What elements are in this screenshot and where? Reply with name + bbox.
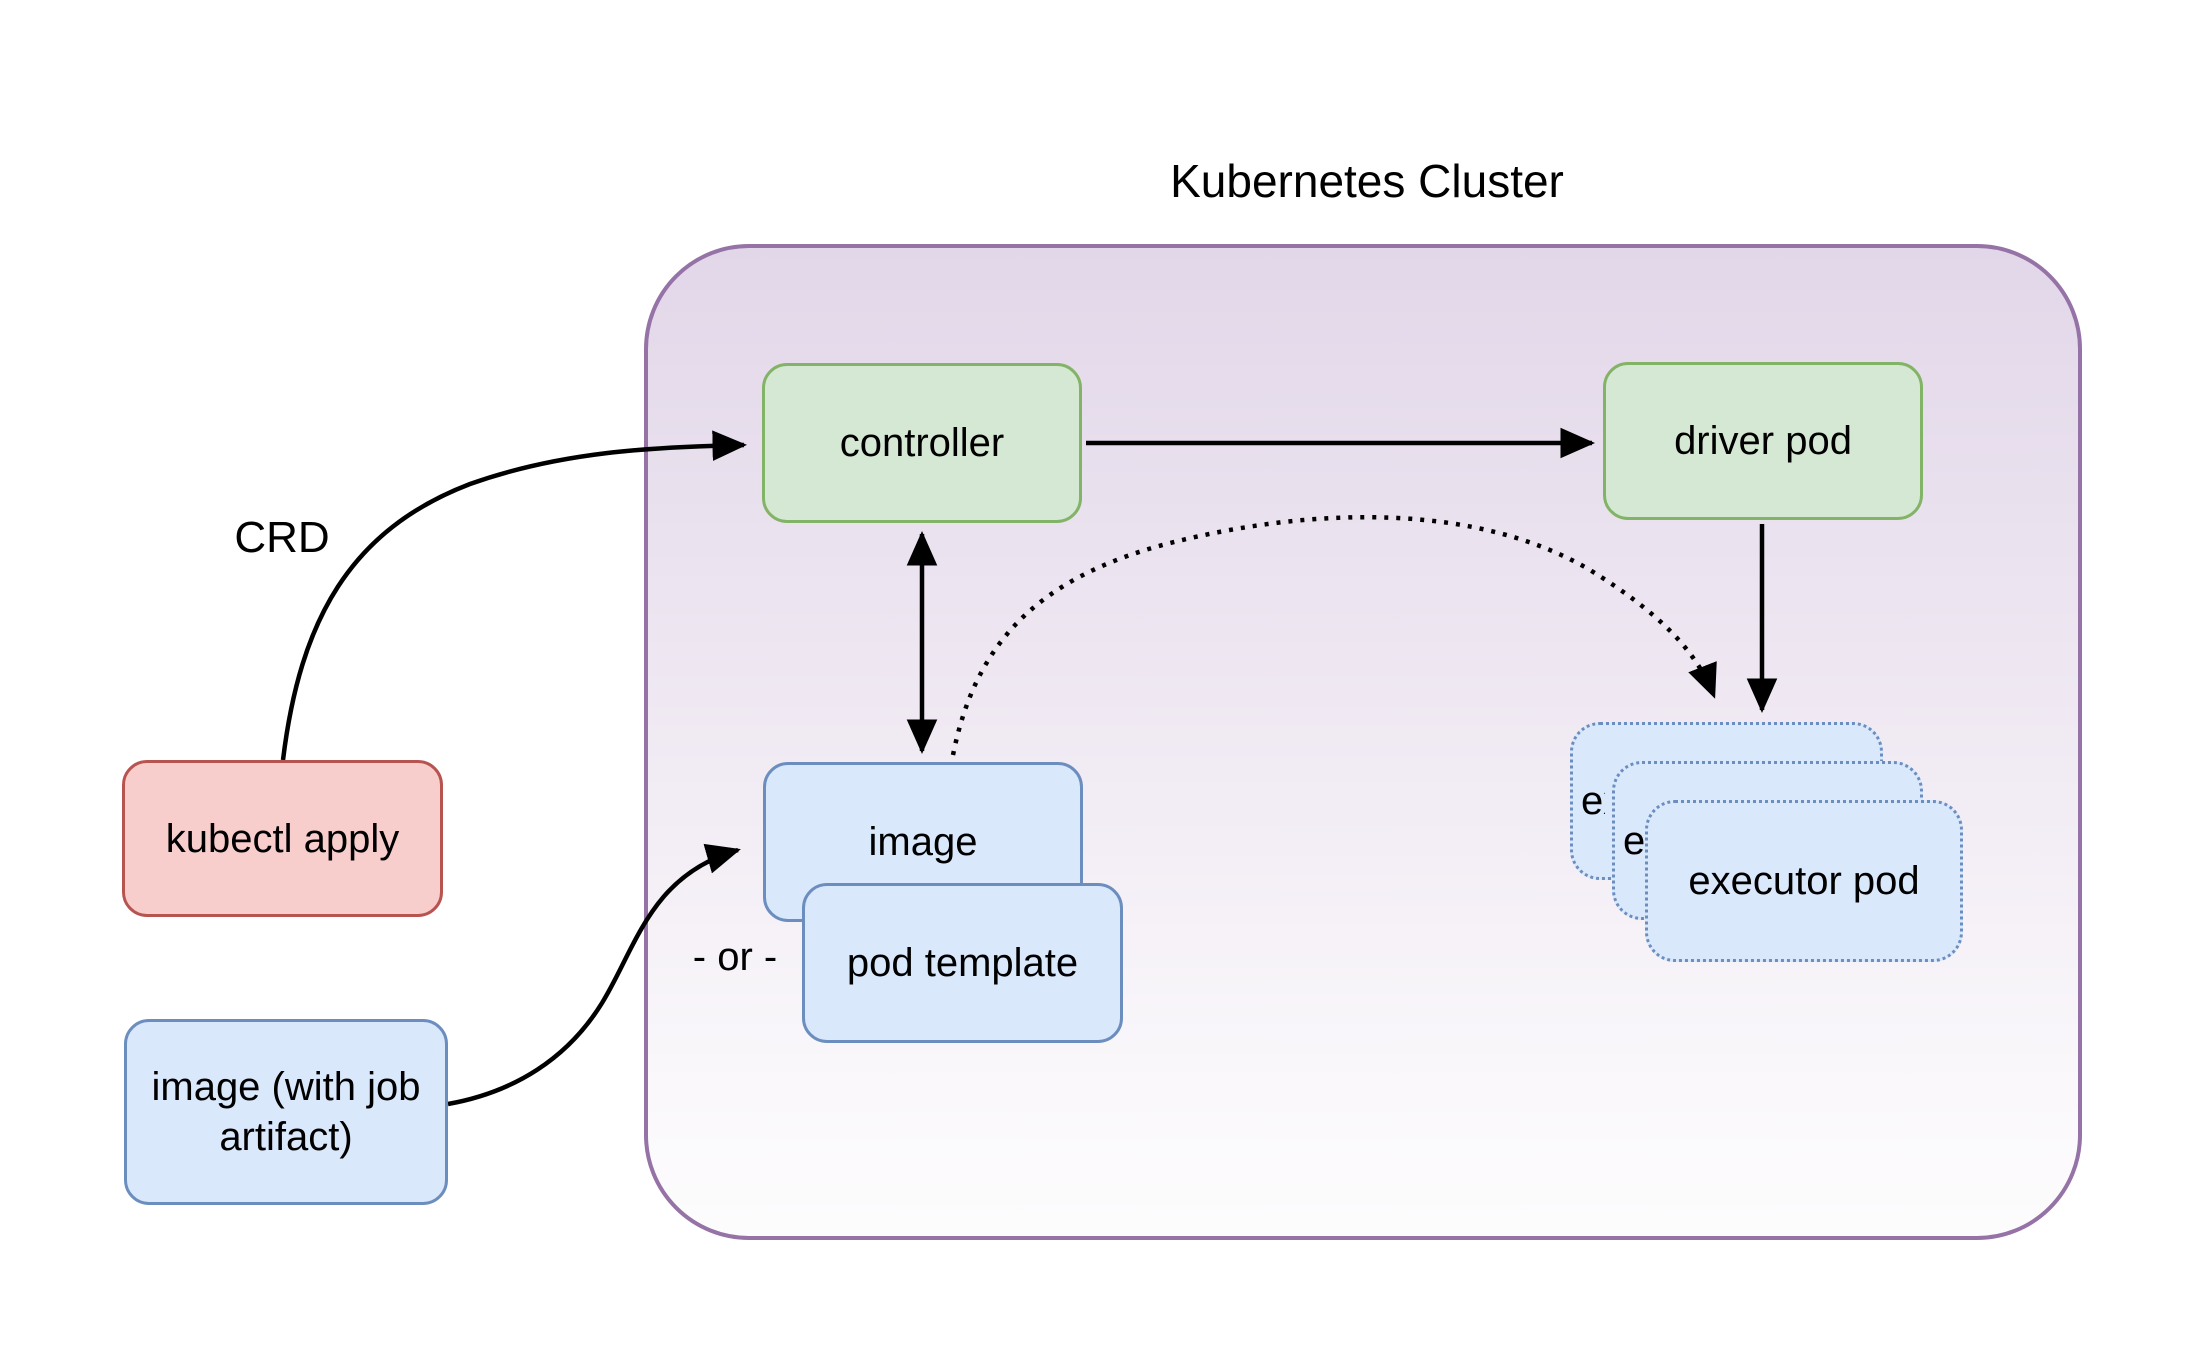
or-divider-label: - or - — [692, 935, 778, 979]
node-kubectl-apply: kubectl apply — [122, 760, 443, 917]
executor-pod-label: executor pod — [1688, 859, 1920, 903]
driver-pod-label: driver pod — [1674, 419, 1852, 463]
controller-label: controller — [839, 421, 1005, 465]
artifact-image-to-image-arrow — [447, 843, 741, 1107]
kubernetes-cluster-title: Kubernetes Cluster — [1170, 155, 1564, 207]
image-with-job-artifact-label: image (with job artifact) — [151, 1065, 421, 1159]
node-pod-template: pod template — [802, 883, 1123, 1043]
node-image-with-job-artifact: image (with job artifact) — [124, 1019, 448, 1205]
image-label: image — [868, 820, 978, 864]
pod-template-label: pod template — [846, 941, 1079, 985]
executor-pod-middle-label: executor pod — [1623, 818, 1647, 863]
executor-pod-back-label: executor pod — [1581, 779, 1605, 823]
crd-edge-label: CRD — [234, 513, 330, 562]
kubectl-apply-label: kubectl apply — [165, 816, 400, 861]
crd-apply-to-controller-arrow — [280, 430, 747, 761]
node-controller: controller — [762, 363, 1082, 523]
node-driver-pod: driver pod — [1603, 362, 1923, 520]
image-to-executors-dotted-arrow — [950, 515, 1717, 756]
node-executor-pod: executor pod — [1645, 800, 1963, 962]
